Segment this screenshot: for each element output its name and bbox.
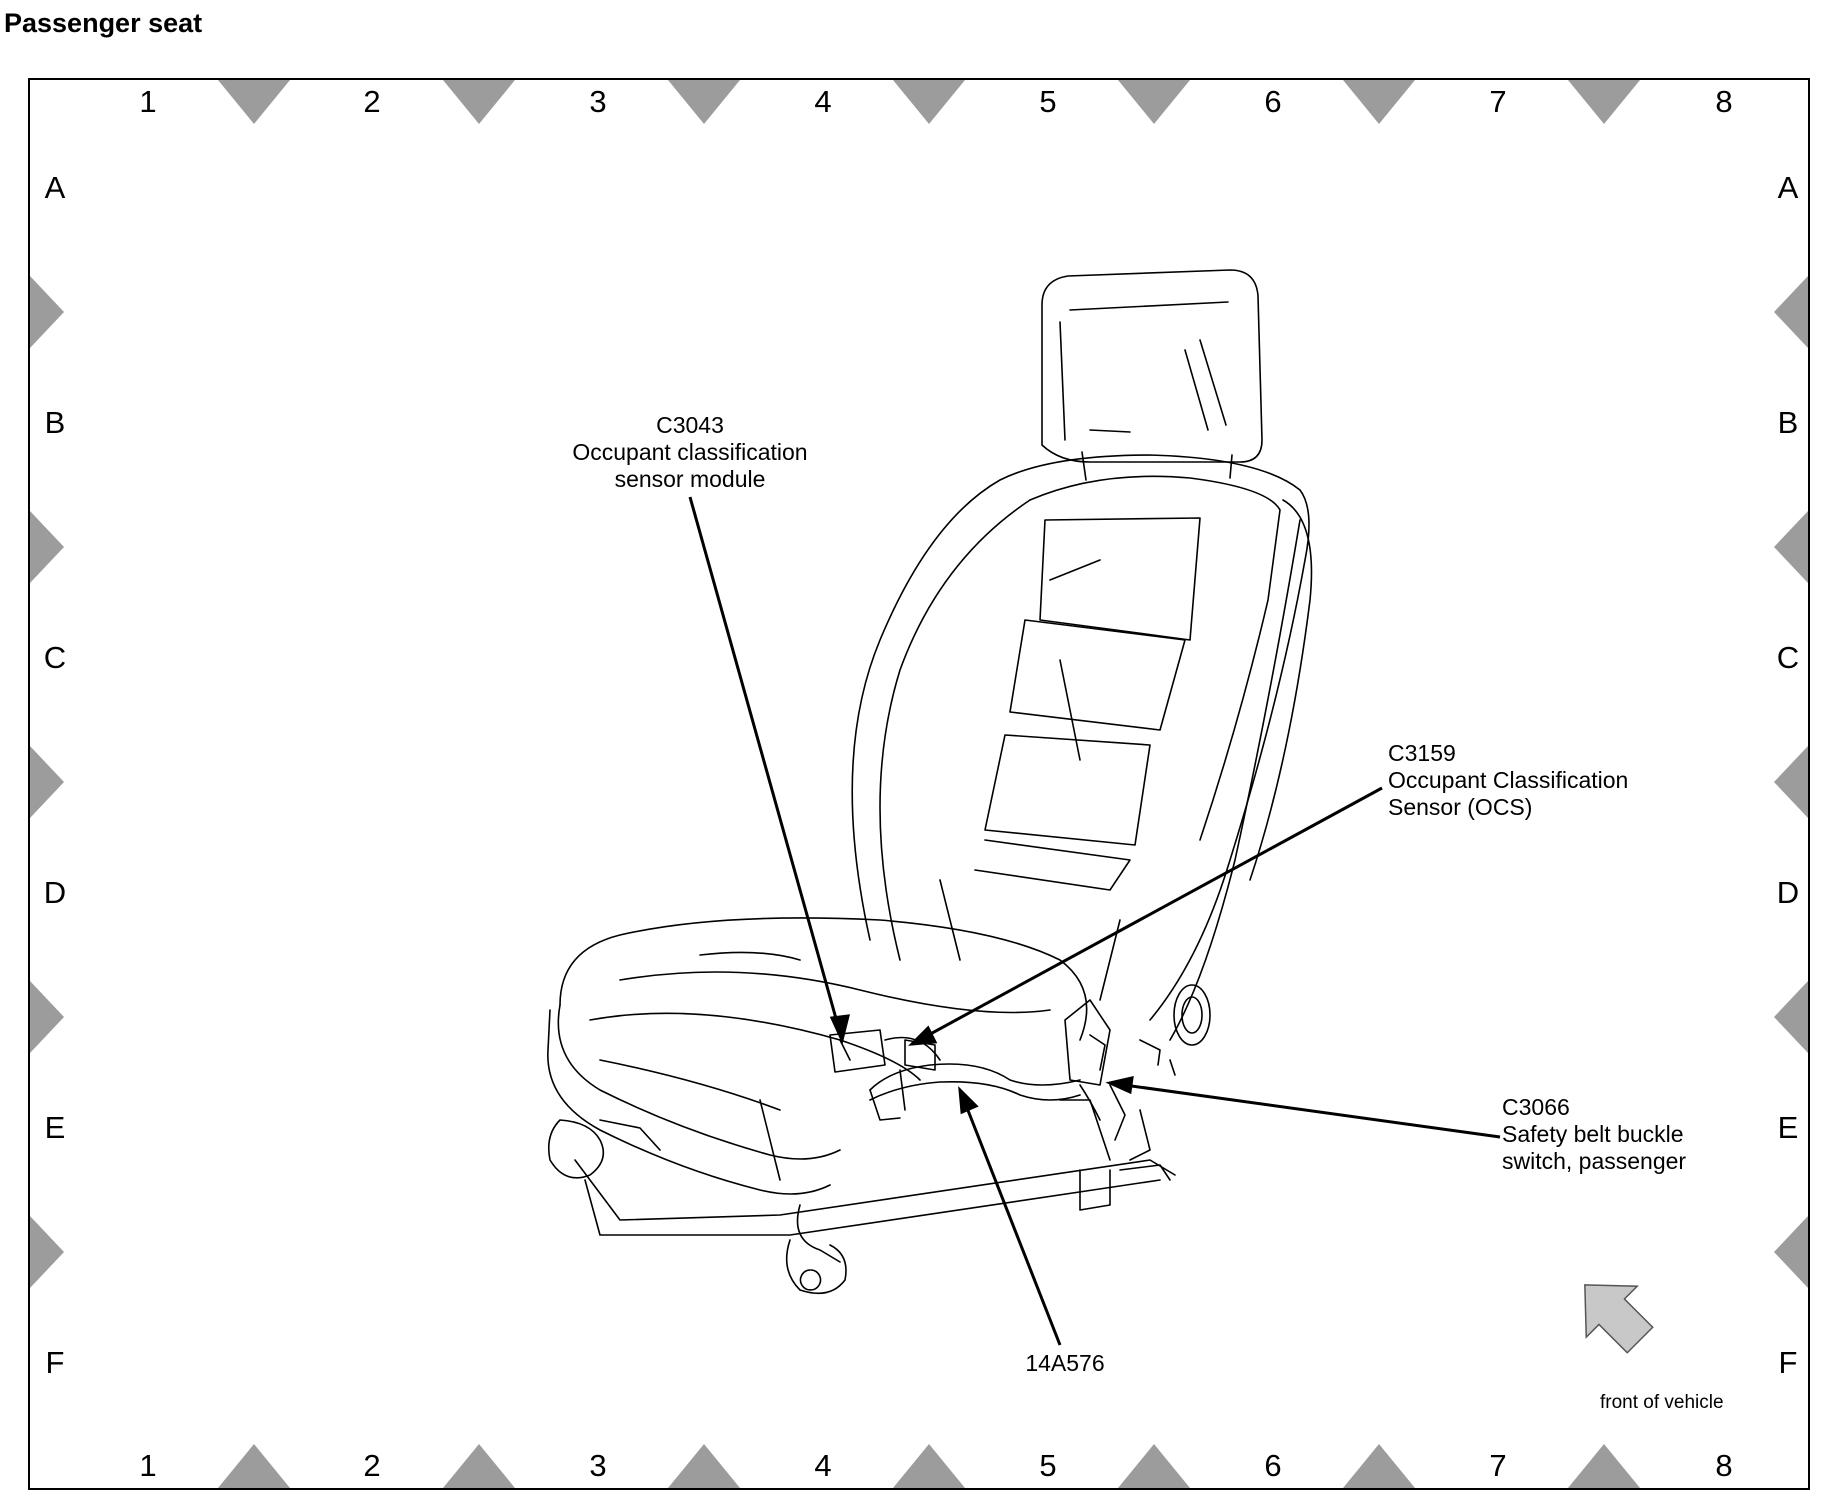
grid-column-label: 1: [139, 84, 157, 119]
grid-marker: [1568, 80, 1640, 124]
grid-marker: [1118, 1444, 1190, 1488]
callout-c3066: C3066 Safety belt buckle switch, passeng…: [1502, 1094, 1762, 1175]
grid-column-label: 4: [814, 84, 832, 119]
grid-column-label: 2: [363, 1448, 381, 1483]
grid-column-label: 6: [1264, 84, 1282, 119]
callout-c3159: C3159 Occupant Classification Sensor (OC…: [1388, 740, 1688, 821]
leader-arrow-c3159: [908, 1025, 938, 1046]
grid-marker: [1343, 1444, 1415, 1488]
grid-row-label: B: [1777, 405, 1799, 440]
grid-row-label: D: [1776, 875, 1800, 910]
headrest: [1041, 269, 1263, 481]
seat-cushion: [547, 917, 1088, 1195]
connector-description: Occupant Classification: [1388, 767, 1629, 793]
grid-row-label: C: [1776, 640, 1800, 675]
connector-description: Occupant classification: [572, 439, 808, 465]
grid-marker: [1774, 746, 1808, 818]
grid-marker: [443, 80, 515, 124]
grid-marker: [30, 746, 64, 818]
grid-marker: [1774, 511, 1808, 583]
grid-column-label: 3: [589, 84, 607, 119]
grid-row-label: F: [1778, 1345, 1798, 1380]
grid-marker: [30, 981, 64, 1053]
grid-column-label: 5: [1039, 1448, 1057, 1483]
connector-code: C3159: [1388, 740, 1456, 766]
connector-code: C3043: [656, 412, 724, 438]
grid-row-label: A: [1777, 170, 1799, 205]
grid-column-label: 4: [814, 1448, 832, 1483]
grid-row-label: B: [44, 405, 66, 440]
connector-description: Safety belt buckle: [1502, 1121, 1684, 1147]
leader-arrow-14a576: [958, 1086, 979, 1115]
grid-column-label: 2: [363, 84, 381, 119]
grid-column-label: 7: [1489, 1448, 1507, 1483]
grid-column-label: 5: [1039, 84, 1057, 119]
connector-description: switch, passenger: [1502, 1148, 1687, 1174]
grid-marker: [1774, 276, 1808, 348]
leader-line-c3159: [911, 786, 1383, 1046]
callout-c3043: C3043 Occupant classification sensor mod…: [520, 412, 860, 493]
grid-row-label: D: [43, 875, 67, 910]
connector-description: sensor module: [614, 466, 766, 492]
grid-marker: [668, 80, 740, 124]
grid-row-label: E: [1777, 1110, 1799, 1145]
grid-column-label: 6: [1264, 1448, 1282, 1483]
recliner-knob: [1169, 984, 1211, 1076]
grid-marker: [218, 1444, 290, 1488]
grid-marker: [1568, 1444, 1640, 1488]
wiring-harness: [829, 999, 1161, 1141]
grid-column-label: 8: [1715, 84, 1733, 119]
grid-marker: [1118, 80, 1190, 124]
grid-marker: [218, 80, 290, 124]
grid-column-label: 3: [589, 1448, 607, 1483]
grid-marker: [893, 1444, 965, 1488]
grid-column-label: 7: [1489, 84, 1507, 119]
grid-row-label: A: [44, 170, 66, 205]
callout-14a576: 14A576: [1000, 1350, 1130, 1377]
backrest: [851, 454, 1313, 1041]
connector-code: C3066: [1502, 1094, 1570, 1120]
diagram-frame: [28, 78, 1810, 1490]
leader-arrow-c3043: [829, 1014, 850, 1045]
grid-marker: [30, 1216, 64, 1288]
leader-line-14a576: [958, 1089, 1062, 1346]
grid-row-label: C: [43, 640, 67, 675]
leader-arrow-c3066: [1105, 1076, 1134, 1095]
grid-marker: [30, 276, 64, 348]
grid-marker: [30, 511, 64, 583]
arrow-icon: [1584, 1284, 1654, 1354]
grid-column-label: 1: [139, 1448, 157, 1483]
grid-marker: [443, 1444, 515, 1488]
leader-line-c3043: [688, 496, 844, 1041]
leader-line-c3066: [1109, 1081, 1501, 1139]
grid-marker: [668, 1444, 740, 1488]
grid-marker: [1774, 1216, 1808, 1288]
grid-marker: [893, 80, 965, 124]
front-of-vehicle-label: front of vehicle: [1600, 1392, 1724, 1413]
seat-frame: [547, 1099, 1176, 1295]
harness-code: 14A576: [1025, 1350, 1105, 1376]
grid-row-label: E: [44, 1110, 66, 1145]
page-title: Passenger seat: [4, 8, 203, 38]
grid-marker: [1343, 80, 1415, 124]
grid-row-label: F: [45, 1345, 65, 1380]
grid-column-label: 8: [1715, 1448, 1733, 1483]
grid-marker: [1774, 981, 1808, 1053]
connector-description: Sensor (OCS): [1388, 794, 1533, 820]
